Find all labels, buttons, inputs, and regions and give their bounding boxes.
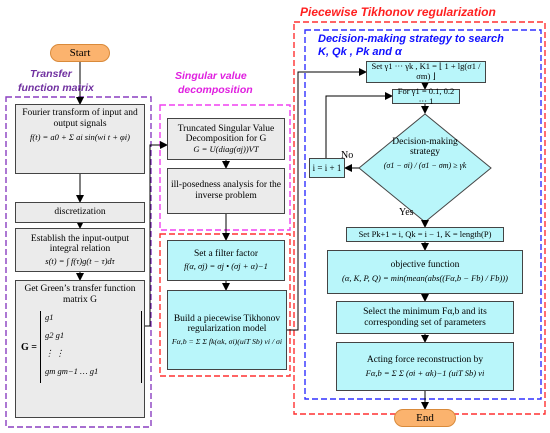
integral-box: Establish the input-output integral rela… xyxy=(15,228,145,272)
objective-box: objective function (α, K, P, Q) = min(me… xyxy=(327,250,523,294)
fourier-title: Fourier transform of input and output si… xyxy=(22,108,138,129)
decision-text: Decision-making strategy (σ1 − σi) / (σ1… xyxy=(369,137,481,171)
strategy-section-frame xyxy=(304,29,542,400)
strategy-label-line1: Decision-making strategy to search xyxy=(318,33,504,45)
greens-matrix-label: G = xyxy=(21,341,37,353)
svd-label-line2: decomposition xyxy=(178,84,253,96)
filter-equation: f(α, σj) = σj • (σj + α)−1 xyxy=(184,261,268,272)
strategy-label-line2: K, Qk , Pk and α xyxy=(318,46,402,58)
matrix-row: g2 g1 xyxy=(45,330,65,341)
matrix-row: g1 xyxy=(45,312,54,323)
fourier-equation: f(t) = a0 + Σ ai sin(wi t + φi) xyxy=(30,132,130,143)
greens-title: Get Green’s transfer function matrix G xyxy=(24,284,136,305)
filter-title: Set a filter factor xyxy=(193,249,259,260)
objective-title: objective function xyxy=(390,260,460,271)
transfer-label-line2: function matrix xyxy=(18,82,94,94)
acting-title: Acting force reconstruction by xyxy=(366,354,484,365)
start-node: Start xyxy=(50,44,110,62)
matrix-row: ⋮ ⋮ xyxy=(45,348,65,359)
arrow-increment-loop xyxy=(325,92,393,158)
integral-equation: s(t) = ∫ f(τ)g(t − τ)dτ xyxy=(45,255,115,266)
end-node: End xyxy=(394,409,456,427)
tsvd-box: Truncated Singular Value Decomposition f… xyxy=(167,118,285,160)
arrow-build-gamma xyxy=(287,68,367,331)
decision-equation: (σ1 − σi) / (σ1 − σm) ≥ γk xyxy=(383,160,467,170)
objective-equation: (α, K, P, Q) = min(mean(abs((Fα,b − Fb) … xyxy=(342,273,508,284)
svd-section-frame xyxy=(159,104,291,231)
setp-box: Set Pk+1 = i, Qk = i − 1, K = length(P) xyxy=(346,227,504,242)
illposed-box: ill-posedness analysis for the inverse p… xyxy=(167,168,285,214)
gamma-set-box: Set γ1 ··· γk , K1 = ⌊ 1 + lg(σ1 / σm) ⌋ xyxy=(366,61,486,83)
yes-label: Yes xyxy=(399,207,414,218)
decision-line2: strategy xyxy=(409,147,441,158)
gamma-loop-box: For γ1 = 0.1, 0.2 ··· 1 xyxy=(392,86,460,105)
filter-box: Set a filter factor f(α, σj) = σj • (σj … xyxy=(167,240,285,281)
greens-matrix: G = g1 g2 g1 ⋮ ⋮ gm gm−1 … g1 xyxy=(18,311,142,384)
fourier-box: Fourier transform of input and output si… xyxy=(15,104,145,174)
svd-label-line1: Singular value xyxy=(175,70,247,82)
tsvd-equation: G = U(diag(σj))VT xyxy=(193,143,259,154)
build-box: Build a piecewise Tikhonov regularizatio… xyxy=(167,290,287,370)
acting-box: Acting force reconstruction by Fα,b = Σ … xyxy=(336,342,514,391)
matrix-body: g1 g2 g1 ⋮ ⋮ gm gm−1 … g1 xyxy=(40,311,142,384)
no-label: No xyxy=(341,150,354,161)
increment-box: i = i + 1 xyxy=(309,158,345,178)
tikhonov-label: Piecewise Tikhonov regularization xyxy=(300,5,496,19)
tsvd-title: Truncated Singular Value Decomposition f… xyxy=(177,123,275,145)
matrix-row: gm gm−1 … g1 xyxy=(45,366,99,377)
select-box: Select the minimum Fα,b and its correspo… xyxy=(336,301,514,334)
transfer-label-line1: Transfer xyxy=(30,68,72,80)
decision-line1: Decision-making xyxy=(392,137,458,147)
greens-box: Get Green’s transfer function matrix G G… xyxy=(15,280,145,418)
build-equation: Fα,b = Σ Σ fk(αk, σi)(uiT Sb) vi / σi xyxy=(171,336,283,346)
integral-title: Establish the input-output integral rela… xyxy=(30,233,130,255)
build-title: Build a piecewise Tikhonov regularizatio… xyxy=(173,313,281,335)
discretization-box: discretization xyxy=(15,202,145,223)
acting-equation: Fα,b = Σ Σ (σi + αk)−1 (uiT Sb) vi xyxy=(365,367,485,378)
